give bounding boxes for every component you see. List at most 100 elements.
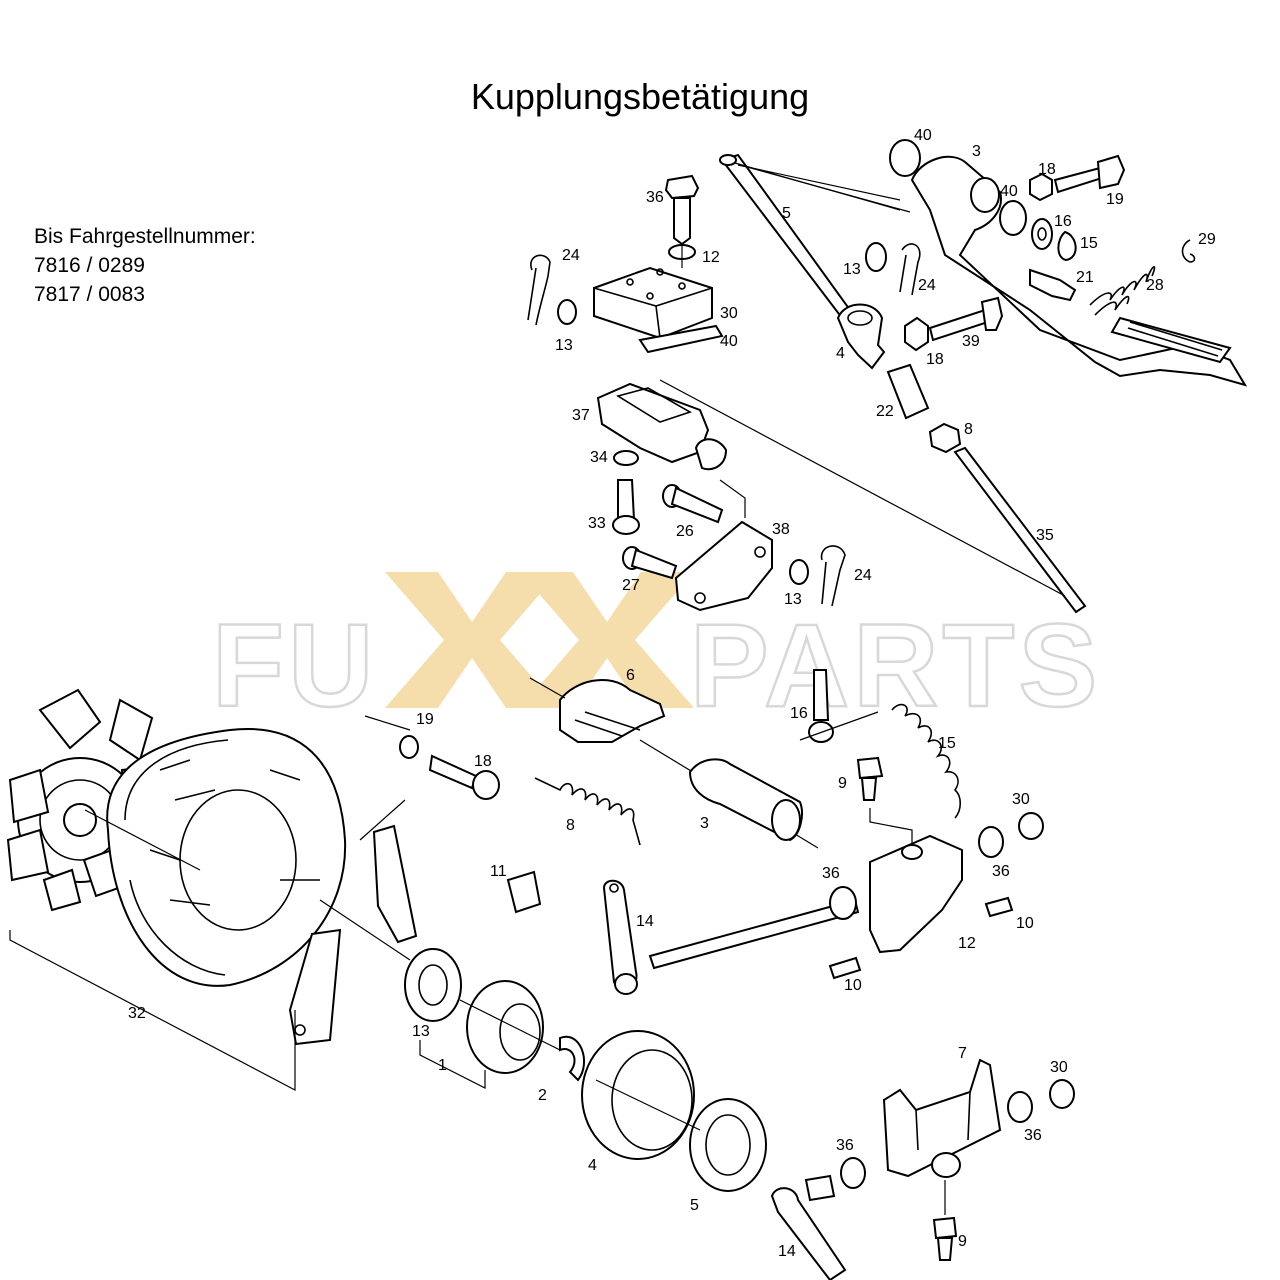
bolt-head xyxy=(1096,154,1126,190)
callout-13: 13 xyxy=(784,591,802,608)
callout-13: 13 xyxy=(843,261,861,278)
bolt-head-36 xyxy=(664,174,700,200)
cotter-pin-24c xyxy=(820,545,846,607)
bushing-36e xyxy=(840,1157,866,1189)
release-bearing-5 xyxy=(689,1098,767,1192)
cross-shaft xyxy=(648,898,860,970)
watermark-text-right: PARTS xyxy=(690,600,1101,732)
circlip-2 xyxy=(559,1035,585,1082)
release-fork-6 xyxy=(559,678,666,743)
release-bearing-carrier-4 xyxy=(581,1030,695,1160)
callout-4: 4 xyxy=(588,1157,597,1174)
callout-labels: 40 3 18 19 40 16 15 29 36 12 24 5 13 24 … xyxy=(128,127,1216,1260)
bushing-36a xyxy=(978,826,1004,858)
roll-pin-10b xyxy=(828,956,862,980)
serial-number-2: 7817 / 0083 xyxy=(34,283,145,306)
callout-24: 24 xyxy=(854,567,872,584)
bolt-33-thread xyxy=(617,479,636,521)
housing-37 xyxy=(596,382,710,464)
callout-5: 5 xyxy=(782,205,791,222)
bolt-19 xyxy=(1053,166,1104,194)
washer-13a xyxy=(557,299,577,325)
callout-8: 8 xyxy=(964,421,973,438)
watermark-xx-logo xyxy=(385,572,694,708)
bracket-block-30 xyxy=(593,266,713,340)
bolt-16 xyxy=(813,669,830,721)
callout-30: 30 xyxy=(720,305,738,322)
spring-clip-29 xyxy=(1181,239,1196,263)
bolt-head-39 xyxy=(980,296,1004,331)
pull-rod-5 xyxy=(720,153,852,320)
watermark-text-left: FU xyxy=(212,600,377,732)
callout-30: 30 xyxy=(1050,1059,1068,1076)
callout-38: 38 xyxy=(772,521,790,538)
pressure-plate xyxy=(106,728,347,987)
bolt-36 xyxy=(673,197,691,246)
cotter-pin-24 xyxy=(899,243,921,296)
serial-heading: Bis Fahrgestellnummer: xyxy=(34,225,256,248)
bushing-36b xyxy=(829,886,857,920)
callout-4: 4 xyxy=(836,345,845,362)
callout-18: 18 xyxy=(474,753,492,770)
callout-30: 30 xyxy=(1012,791,1030,808)
serial-number-note: Bis Fahrgestellnummer: 7816 / 0289 7817 … xyxy=(34,222,256,309)
bushing-30b xyxy=(1018,812,1044,840)
callout-37: 37 xyxy=(572,407,590,424)
sleeve-bore xyxy=(771,799,801,841)
callout-35: 35 xyxy=(1036,527,1054,544)
hex-nut-18 xyxy=(1029,172,1053,202)
callout-16: 16 xyxy=(1054,213,1072,230)
clutch-pedal-assembly xyxy=(865,139,1248,387)
roll-pin-10a xyxy=(984,896,1014,918)
callout-12: 12 xyxy=(702,249,720,266)
lever-pins xyxy=(622,484,846,612)
bolt-9b-head xyxy=(932,1216,958,1240)
lever-38 xyxy=(674,520,773,612)
callout-32: 32 xyxy=(128,1005,146,1022)
callout-2: 2 xyxy=(538,1087,547,1104)
pin-27 xyxy=(630,548,678,580)
callout-36: 36 xyxy=(646,189,664,206)
cross-shaft-assembly xyxy=(602,812,1044,995)
washer-19 xyxy=(399,735,419,759)
washer-16 xyxy=(1031,218,1053,250)
callout-39: 39 xyxy=(962,333,980,350)
callout-40: 40 xyxy=(1000,183,1018,200)
callout-8: 8 xyxy=(566,817,575,834)
callout-16: 16 xyxy=(790,705,808,722)
bushing-40b xyxy=(999,200,1027,236)
callout-3: 3 xyxy=(972,143,981,160)
callout-12: 12 xyxy=(958,935,976,952)
pedal-hub-bore xyxy=(970,177,1000,213)
callout-14: 14 xyxy=(636,913,654,930)
friction-pad xyxy=(42,868,82,912)
callout-9: 9 xyxy=(838,775,847,792)
washer-34 xyxy=(613,450,639,466)
callout-33: 33 xyxy=(588,515,606,532)
circlip xyxy=(1057,230,1077,262)
tension-spring-8 xyxy=(534,777,641,846)
lever-14 xyxy=(602,879,638,991)
callout-36: 36 xyxy=(1024,1127,1042,1144)
crank-pivot xyxy=(694,438,728,471)
washer-13 xyxy=(865,242,887,272)
callout-24: 24 xyxy=(562,247,580,264)
actuation-rods xyxy=(659,153,1087,614)
callout-14: 14 xyxy=(778,1243,796,1260)
friction-pad xyxy=(8,768,50,824)
callout-40: 40 xyxy=(914,127,932,144)
bolt-33-head xyxy=(612,515,640,535)
callout-28: 28 xyxy=(1146,277,1164,294)
callout-36: 36 xyxy=(992,863,1010,880)
callout-36: 36 xyxy=(822,865,840,882)
gasket-plate-40 xyxy=(638,324,724,354)
friction-pad xyxy=(6,828,50,882)
bushing-36d xyxy=(1007,1091,1033,1123)
callout-26: 26 xyxy=(676,523,694,540)
block-11 xyxy=(506,870,542,914)
release-mechanism xyxy=(359,669,962,914)
bolt-9b xyxy=(936,1237,954,1261)
pin-lower xyxy=(804,1174,836,1202)
callout-13: 13 xyxy=(555,337,573,354)
callout-21: 21 xyxy=(1076,269,1094,286)
